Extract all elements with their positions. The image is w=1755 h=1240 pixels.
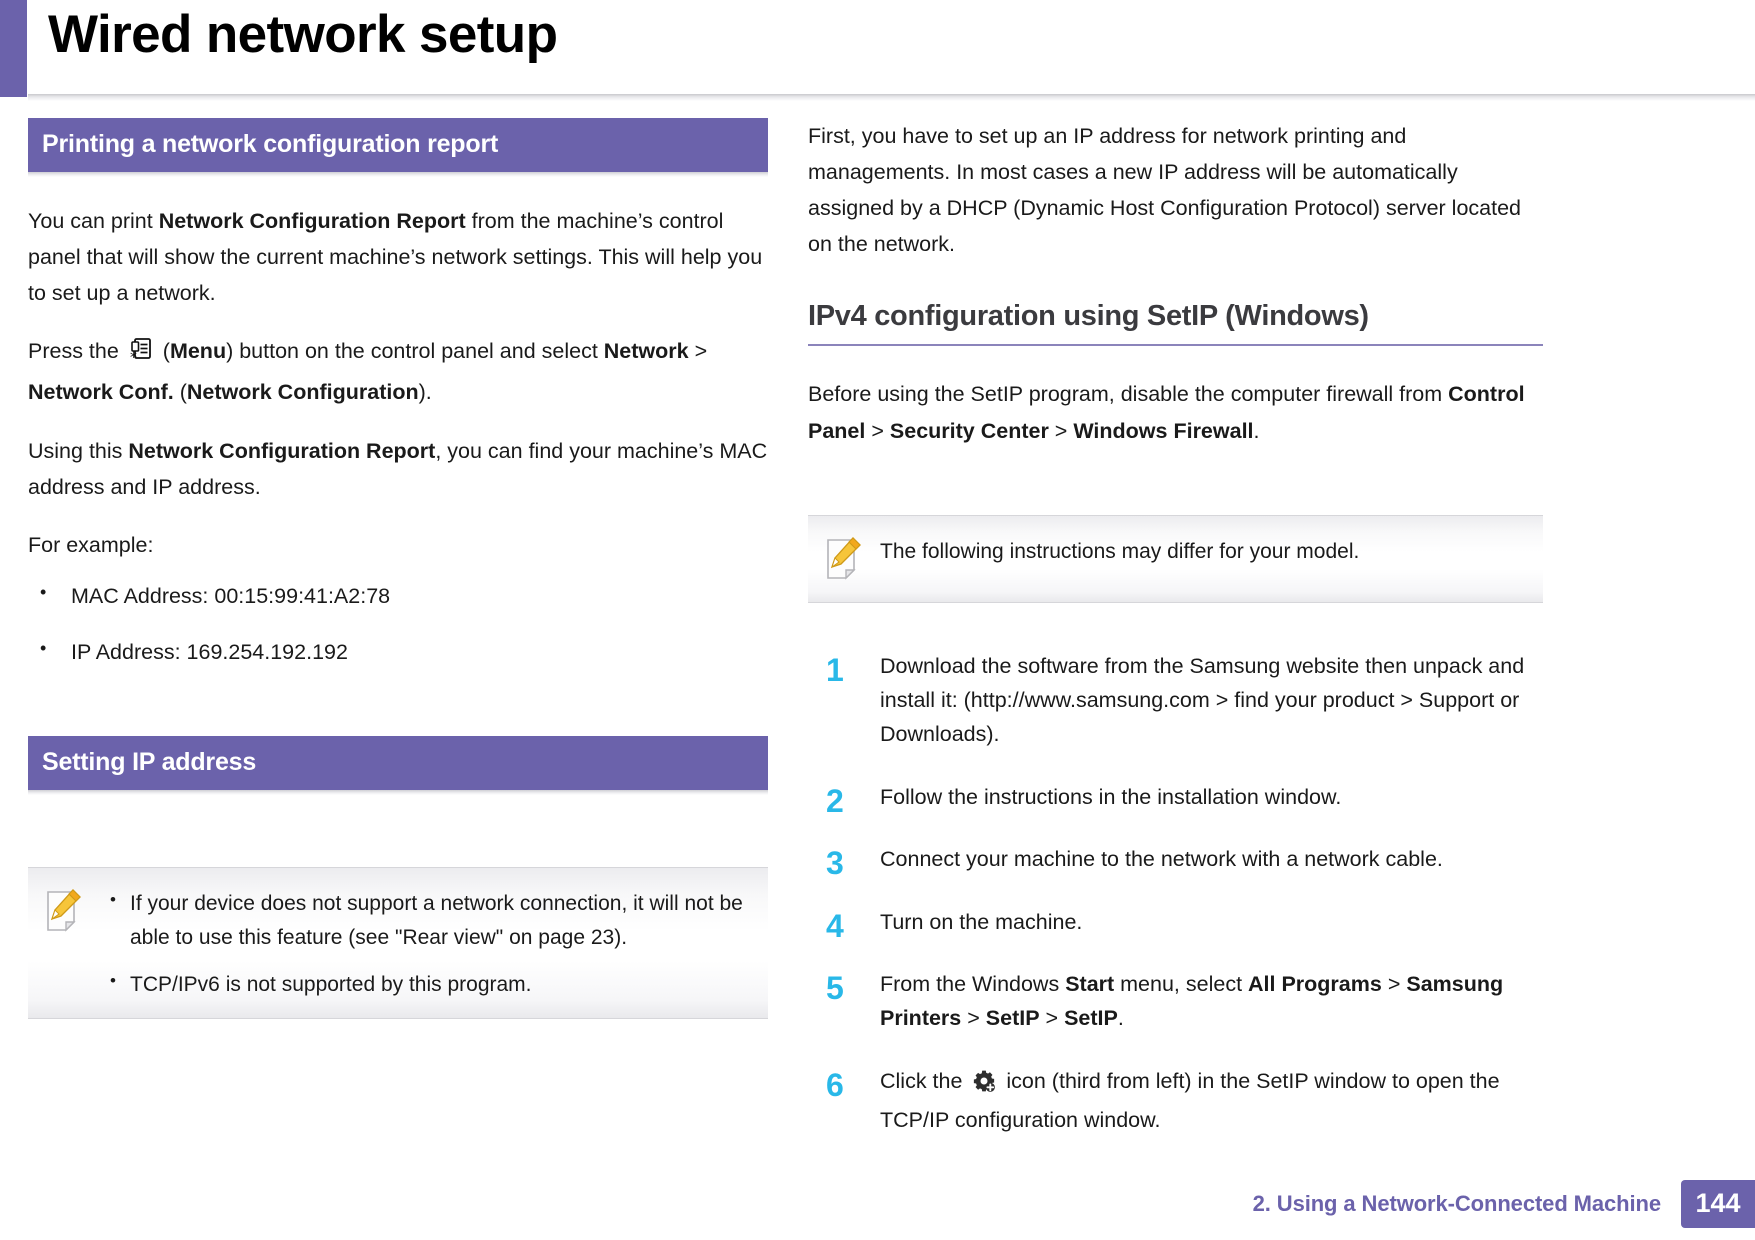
bold-network-configuration-report-2: Network Configuration Report <box>128 438 436 463</box>
bold-all-programs: All Programs <box>1248 972 1382 996</box>
menu-panel-icon: * <box>129 337 153 374</box>
text-fragment: , you can find your machine’s MAC addres… <box>28 438 768 499</box>
bold-network-conf: Network Conf. <box>28 380 174 405</box>
subheading-ipv4-configuration: IPv4 configuration using SetIP (Windows) <box>808 300 1543 347</box>
step-text: Click the icon (third from left) in the … <box>880 1069 1500 1132</box>
step-item-1: 1 Download the software from the Samsung… <box>808 649 1543 752</box>
text-fragment: icon (third from left) in the SetIP wind… <box>880 1068 1500 1133</box>
step-item-3: 3 Connect your machine to the network wi… <box>808 842 1543 881</box>
step-number: 4 <box>826 907 844 944</box>
note-list-item-no-network-support: If your device does not support a networ… <box>100 886 762 955</box>
footer-page-number: 144 <box>1681 1180 1755 1228</box>
text-fragment: ). <box>418 380 432 405</box>
step-number: 5 <box>826 970 844 1006</box>
text-fragment: . <box>1117 1006 1124 1031</box>
text-fragment: From the Windows <box>880 972 1066 996</box>
footer-chapter-label: 2. Using a Network-Connected Machine <box>1252 1191 1661 1216</box>
example-address-list: MAC Address: 00:15:99:41:A2:78 IP Addres… <box>28 578 768 670</box>
step-text: Download the software from the Samsung w… <box>880 653 1525 747</box>
step-text: From the Windows Start menu, select All … <box>880 972 1503 1030</box>
text-fragment: Using this <box>28 438 129 463</box>
step-number: 1 <box>826 651 844 688</box>
text-fragment: Press the <box>28 339 125 364</box>
step-item-4: 4 Turn on the machine. <box>808 905 1543 944</box>
gear-plus-icon <box>972 1069 996 1103</box>
text-fragment: ) button on the control panel and select <box>226 339 604 364</box>
bold-setip-2: SetIP <box>1064 1006 1118 1031</box>
step-item-2: 2 Follow the instructions in the install… <box>808 780 1543 819</box>
setip-steps-list: 1 Download the software from the Samsung… <box>808 649 1543 1138</box>
bold-start: Start <box>1065 972 1115 996</box>
section-header-shadow <box>28 172 768 177</box>
note-box-instructions-differ: The following instructions may differ fo… <box>808 514 1543 603</box>
section-header-printing-report: Printing a network configuration report <box>28 118 768 172</box>
bold-network-configuration-report: Network Configuration Report <box>158 209 466 233</box>
paragraph-firewall: Before using the SetIP program, disable … <box>808 376 1543 448</box>
paragraph-press-menu: Press the * (Menu) button on the control… <box>28 333 768 410</box>
step-number: 6 <box>826 1066 844 1103</box>
text-fragment: > <box>1048 418 1074 443</box>
right-column: First, you have to set up an IP address … <box>808 118 1543 1166</box>
left-column: Printing a network configuration report … <box>28 118 768 1033</box>
bold-setip-1: SetIP <box>985 1006 1040 1031</box>
step-text: Turn on the machine. <box>880 909 1083 934</box>
step-text: Connect your machine to the network with… <box>880 847 1443 872</box>
note-pencil-icon <box>824 536 868 586</box>
bold-control-panel: Control Panel <box>808 382 1525 443</box>
text-fragment: > <box>961 1006 986 1031</box>
text-fragment: ( <box>156 339 170 364</box>
step-item-5: 5 From the Windows Start menu, select Al… <box>808 967 1543 1036</box>
page-title: Wired network setup <box>48 5 558 64</box>
note-box-setting-ip: If your device does not support a networ… <box>28 866 768 1019</box>
text-fragment: > <box>865 418 890 443</box>
text-fragment: > <box>688 339 708 364</box>
text-fragment: > <box>1381 972 1407 996</box>
list-item-ip-address: IP Address: 169.254.192.192 <box>28 634 768 669</box>
paragraph-ip-intro: First, you have to set up an IP address … <box>808 124 1521 257</box>
bold-security-center: Security Center <box>889 418 1049 443</box>
text-fragment: from the machine’s control panel that wi… <box>28 209 763 306</box>
paragraph-for-example: For example: <box>28 532 154 557</box>
step-text: Follow the instructions in the installat… <box>880 784 1342 809</box>
bold-samsung-printers: Samsung Printers <box>880 972 1504 1031</box>
text-fragment: . <box>1253 418 1260 443</box>
note-pencil-icon <box>44 888 88 938</box>
bold-windows-firewall: Windows Firewall <box>1073 418 1254 443</box>
note-box-body: The following instructions may differ fo… <box>880 533 1537 569</box>
bold-network-configuration: Network Configuration <box>186 380 419 405</box>
paragraph-using-report: Using this Network Configuration Report,… <box>28 433 768 505</box>
page-accent-bar <box>0 0 27 97</box>
text-fragment: > <box>1039 1006 1065 1031</box>
bold-menu: Menu <box>169 339 227 364</box>
title-divider <box>28 94 1755 101</box>
list-item-mac-address: MAC Address: 00:15:99:41:A2:78 <box>28 578 768 613</box>
text-fragment: ( <box>173 380 187 405</box>
section-header-shadow-2 <box>28 789 768 795</box>
section-header-setting-ip-address: Setting IP address <box>28 735 768 790</box>
text-fragment: Click the <box>880 1068 969 1093</box>
svg-text:*: * <box>130 350 137 363</box>
note-text-model-differ: The following instructions may differ fo… <box>880 539 1360 563</box>
text-fragment: You can print <box>28 209 159 233</box>
note-box-body: If your device does not support a networ… <box>100 885 762 1002</box>
bold-network: Network <box>603 339 689 364</box>
page-footer: 2. Using a Network-Connected Machine 144 <box>1253 1168 1755 1240</box>
paragraph-print-report: You can print Network Configuration Repo… <box>28 203 768 311</box>
step-number: 3 <box>826 845 844 882</box>
text-fragment: Before using the SetIP program, disable … <box>808 382 1449 407</box>
step-item-6: 6 Click the icon (third from left) in th… <box>808 1064 1543 1138</box>
text-fragment: menu, select <box>1114 972 1249 996</box>
step-number: 2 <box>826 782 844 819</box>
note-list-item-tcp-ipv6: TCP/IPv6 is not supported by this progra… <box>100 967 762 1002</box>
